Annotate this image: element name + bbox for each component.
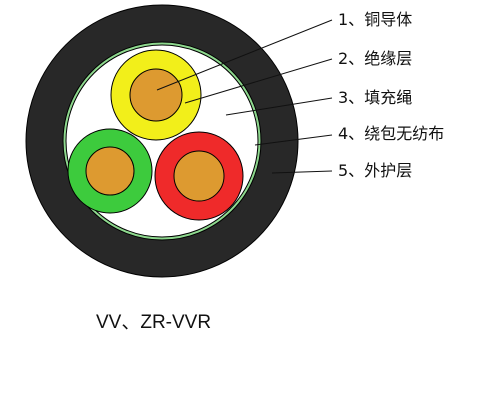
label-number: 1、 bbox=[338, 10, 365, 29]
copper-conductor-top bbox=[129, 68, 183, 122]
label-text: 绝缘层 bbox=[364, 49, 413, 68]
label-number: 5、 bbox=[338, 161, 365, 180]
label-text: 铜导体 bbox=[364, 10, 413, 29]
label-nonwoven-wrap: 4、绕包无纺布 bbox=[338, 125, 444, 143]
label-text: 填充绳 bbox=[364, 88, 413, 107]
copper-conductor-left bbox=[85, 146, 135, 196]
label-number: 2、 bbox=[338, 49, 365, 68]
copper-conductor-right bbox=[173, 150, 225, 202]
label-text: 外护层 bbox=[364, 161, 413, 180]
label-insulation: 2、绝缘层 bbox=[338, 50, 412, 68]
label-copper-conductor: 1、铜导体 bbox=[338, 11, 412, 29]
leader-line-5 bbox=[271, 170, 333, 174]
label-text: 绕包无纺布 bbox=[364, 124, 445, 143]
label-number: 4、 bbox=[338, 124, 365, 143]
leader-line-1 bbox=[156, 19, 333, 91]
label-outer-sheath: 5、外护层 bbox=[338, 162, 412, 180]
cable-model-caption: VV、ZR-VVR bbox=[96, 312, 212, 333]
label-number: 3、 bbox=[338, 88, 365, 107]
leader-line-4 bbox=[254, 134, 333, 146]
leader-line-2 bbox=[184, 58, 333, 104]
leader-line-3 bbox=[225, 97, 333, 116]
label-filler-rope: 3、填充绳 bbox=[338, 89, 412, 107]
